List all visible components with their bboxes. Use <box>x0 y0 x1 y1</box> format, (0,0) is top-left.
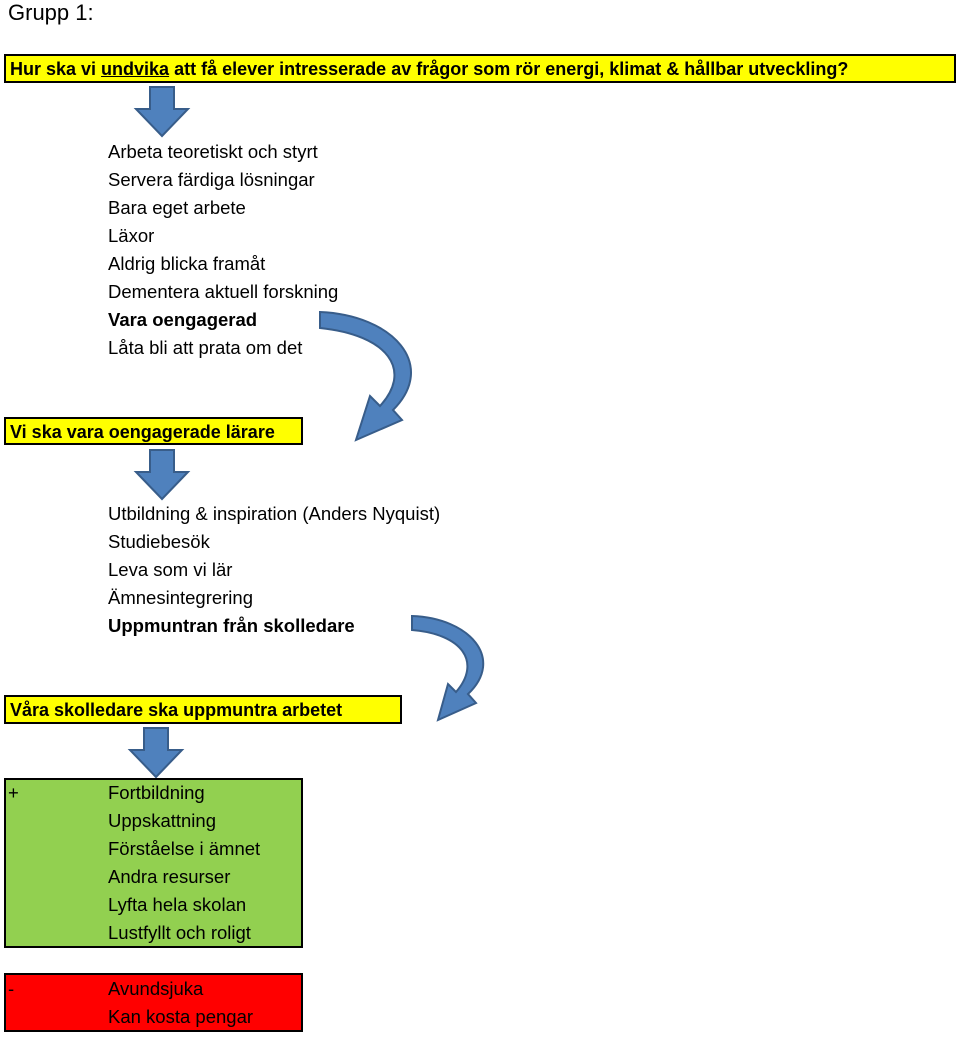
list-item: Uppmuntran från skolledare <box>108 615 355 636</box>
list-item: Leva som vi lär <box>108 559 233 580</box>
list-item: Avundsjuka <box>108 978 204 999</box>
question-post: att få elever intresserade av frågor som… <box>169 59 849 79</box>
list-item: Andra resurser <box>108 866 231 887</box>
list-item: Dementera aktuell forskning <box>108 281 339 302</box>
list-item: Fortbildning <box>108 782 205 803</box>
list-item: Läxor <box>108 225 155 246</box>
list-negative: Avundsjuka Kan kosta pengar <box>108 975 253 1031</box>
question-underlined: undvika <box>101 59 170 79</box>
list-item: Förståelse i ämnet <box>108 838 261 859</box>
list-item: Arbeta teoretiskt och styrt <box>108 141 318 162</box>
list-item: Ämnesintegrering <box>108 587 253 608</box>
down-arrow-icon <box>127 727 185 779</box>
statement-box-teachers: Vi ska vara oengagerade lärare <box>4 417 303 445</box>
question-box: Hur ska vi undvika att få elever intress… <box>4 54 956 83</box>
list-item: Bara eget arbete <box>108 197 246 218</box>
list-item: Servera färdiga lösningar <box>108 169 315 190</box>
curved-arrow-icon <box>319 310 412 442</box>
curved-arrow-icon <box>411 614 485 722</box>
positive-box <box>4 778 303 948</box>
list-item: Aldrig blicka framåt <box>108 253 266 274</box>
page-title: Grupp 1: <box>8 0 94 25</box>
minus-sign: - <box>8 978 15 999</box>
list-solutions: Utbildning & inspiration (Anders Nyquist… <box>108 500 440 640</box>
list-avoid: Arbeta teoretiskt och styrt Servera färd… <box>108 138 338 362</box>
plus-sign: + <box>8 782 19 803</box>
list-item: Kan kosta pengar <box>108 1006 254 1027</box>
list-item: Lyfta hela skolan <box>108 894 247 915</box>
list-item: Lustfyllt och roligt <box>108 922 251 943</box>
question-pre: Hur ska vi <box>10 59 102 79</box>
list-item: Utbildning & inspiration (Anders Nyquist… <box>108 503 441 524</box>
list-item: Studiebesök <box>108 531 210 552</box>
negative-box <box>4 973 303 1032</box>
down-arrow-icon <box>133 86 191 138</box>
list-item: Vara oengagerad <box>108 309 258 330</box>
list-positive: Fortbildning Uppskattning Förståelse i ä… <box>108 779 260 947</box>
down-arrow-icon <box>133 449 191 501</box>
list-item: Låta bli att prata om det <box>108 337 303 358</box>
list-item: Uppskattning <box>108 810 216 831</box>
statement-box-leaders: Våra skolledare ska uppmuntra arbetet <box>4 695 402 724</box>
